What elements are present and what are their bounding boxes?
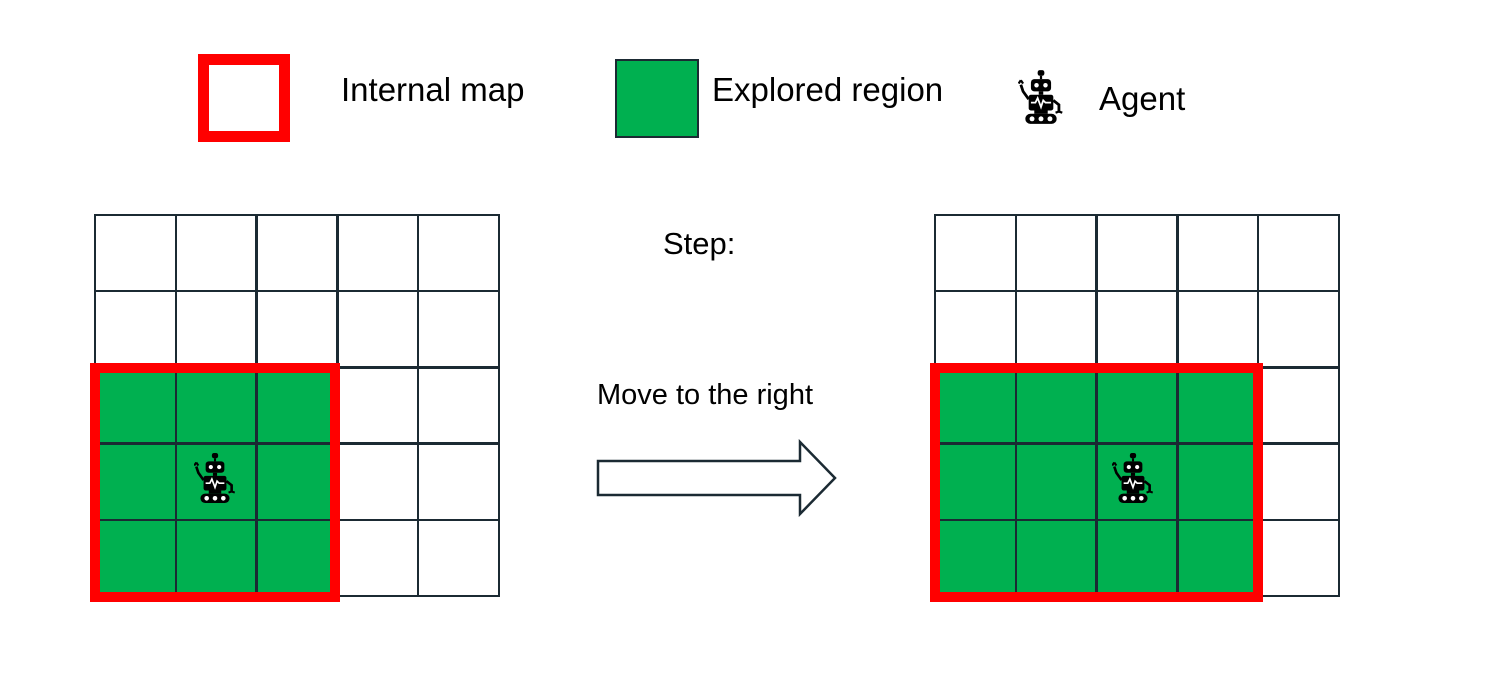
grid-cell [933,289,1018,369]
grid-cell [1256,366,1341,445]
grid-cell [933,213,1018,293]
grid-cell [1256,213,1341,293]
robot-icon [194,452,236,504]
grid-after [930,213,1341,602]
grid-before [90,213,501,602]
legend-internal-map-label: Internal map [341,71,525,108]
grid-cell [336,289,420,369]
grid-cell [255,289,339,369]
robot-icon [1018,69,1064,125]
legend-explored-region-label: Explored region [712,71,944,108]
grid-cell [1095,289,1179,369]
grid-cell [1256,518,1341,598]
legend-explored-region-swatch [615,59,699,138]
grid-cell [336,213,420,293]
grid-cell [416,518,501,598]
legend-agent-label: Agent [1099,80,1186,117]
grid-cell [336,366,420,445]
grid-cell [1095,213,1179,293]
grid-cell [174,289,258,369]
grid-cell [255,213,339,293]
grid-cell [416,213,501,293]
grid-cell [416,442,501,522]
grid-cell [93,289,178,369]
right-arrow-icon [595,439,839,517]
grid-cell [416,366,501,445]
grid-cell [1014,289,1098,369]
grid-cell [1014,213,1098,293]
grid-cell [416,289,501,369]
legend: Internal map Explored region Agent [0,0,1497,160]
step-title: Step: [663,226,736,261]
internal-map-after [930,363,1263,602]
grid-cell [336,442,420,522]
grid-cell [1256,289,1341,369]
grid-cell [336,518,420,598]
step-action-label: Move to the right [597,379,813,411]
legend-internal-map-swatch [198,54,290,142]
grid-cell [1256,442,1341,522]
robot-icon [1112,452,1154,504]
grid-cell [1176,289,1260,369]
internal-map-before [90,363,340,602]
grid-cell [1176,213,1260,293]
grid-cell [93,213,178,293]
grid-cell [174,213,258,293]
